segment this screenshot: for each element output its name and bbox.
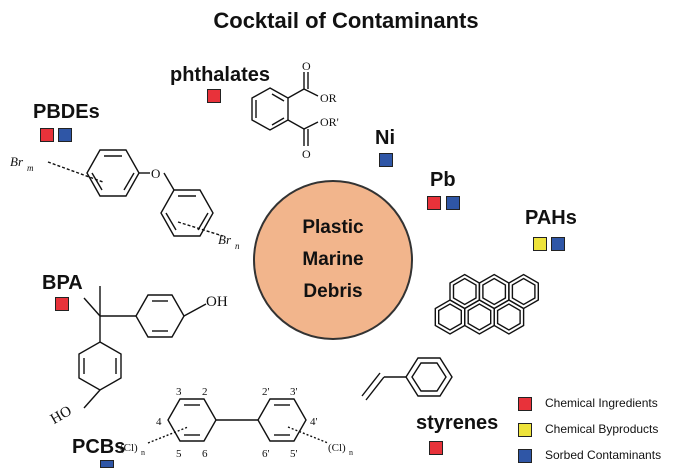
phthalate-or1: OR <box>320 91 337 105</box>
label-pahs: PAHs <box>525 207 577 229</box>
label-bpa: BPA <box>42 272 83 294</box>
legend-byproduct-label: Chemical Byproducts <box>545 422 659 436</box>
legend-sorbed-label: Sorbed Contaminants <box>545 448 662 462</box>
pcb-pos-2: 2 <box>202 386 208 398</box>
bpa-square-1 <box>55 297 69 311</box>
label-pbdes: PBDEs <box>33 101 100 123</box>
center-line-1: Plastic <box>302 217 364 238</box>
label-ni: Ni <box>375 127 395 149</box>
bpa-ho-bottom: HO <box>48 403 75 428</box>
pbde-structure: O Br m Br n <box>10 149 240 251</box>
phthalates-square-1 <box>207 89 221 103</box>
pahs-square-2 <box>551 237 565 251</box>
pbde-subscript-n: n <box>235 241 240 251</box>
pcb-structure: 3 2 4 5 6 2' 3' 4' 5' 6' (Cl) n (Cl) n <box>120 386 353 460</box>
bpa-structure: OH HO <box>48 286 228 428</box>
pcb-pos-4-prime: 4' <box>310 416 318 428</box>
legend-ingredient-square <box>518 397 532 411</box>
pbdes-square-1 <box>40 128 54 142</box>
pah-ring-5 <box>478 273 510 310</box>
pbde-subscript-m: m <box>27 163 34 173</box>
pah-structure <box>434 273 540 335</box>
label-pcbs: PCBs <box>72 436 126 458</box>
phthalate-o1: O <box>302 59 311 73</box>
pah-ring-4 <box>449 273 481 310</box>
pcb-cl-left: (Cl) <box>120 442 138 454</box>
label-pb: Pb <box>430 169 456 191</box>
styrene-structure <box>361 357 453 401</box>
center-line-3: Debris <box>303 281 363 302</box>
pb-square-1 <box>427 196 441 210</box>
pah-inner-ring-6 <box>511 277 536 306</box>
legend-sorbed-square <box>518 449 532 463</box>
pbde-oxygen: O <box>151 166 160 181</box>
pah-ring-3 <box>493 299 525 335</box>
pah-inner-ring-3 <box>496 303 521 331</box>
pcb-pos-3: 3 <box>176 386 182 398</box>
pah-inner-ring-4 <box>452 277 477 306</box>
label-styrenes: styrenes <box>416 412 499 434</box>
pcb-pos-5-prime: 5' <box>290 448 298 460</box>
pcb-pos-4: 4 <box>156 416 162 428</box>
pah-ring-1 <box>434 299 466 335</box>
pah-inner-ring-5 <box>482 277 507 306</box>
pcb-pos-6: 6 <box>202 448 208 460</box>
pcb-cl-left-n: n <box>141 448 145 457</box>
pcb-pos-5: 5 <box>176 448 182 460</box>
center-line-2: Marine <box>302 249 364 270</box>
pah-ring-6 <box>508 273 540 310</box>
phthalate-or2: OR' <box>320 115 339 129</box>
label-phthalates: phthalates <box>170 64 271 86</box>
pbde-br-m: Br <box>10 154 24 169</box>
phthalate-structure: O OR OR' O <box>251 59 339 161</box>
pcb-cl-right-n: n <box>349 448 353 457</box>
pah-ring-2 <box>464 299 495 335</box>
pcbs-square-1 <box>100 460 114 468</box>
pahs-square-1 <box>533 237 547 251</box>
pbde-br-n: Br <box>218 232 232 247</box>
legend-byproduct-square <box>518 423 532 437</box>
legend-ingredient-label: Chemical Ingredients <box>545 396 658 410</box>
styrenes-square-1 <box>429 441 443 455</box>
pah-inner-ring-2 <box>467 303 492 331</box>
pcb-cl-right: (Cl) <box>328 442 346 454</box>
phthalate-o2: O <box>302 147 311 161</box>
pbdes-square-2 <box>58 128 72 142</box>
pah-inner-ring-1 <box>438 303 462 331</box>
pcb-pos-6-prime: 6' <box>262 448 270 460</box>
plastic-marine-debris-circle: Plastic Marine Debris <box>253 180 413 340</box>
diagram-title: Cocktail of Contaminants <box>213 8 479 33</box>
ni-square-1 <box>379 153 393 167</box>
pcb-pos-3-prime: 3' <box>290 386 298 398</box>
pb-square-2 <box>446 196 460 210</box>
bpa-oh-right: OH <box>206 294 228 310</box>
pcb-pos-2-prime: 2' <box>262 386 270 398</box>
